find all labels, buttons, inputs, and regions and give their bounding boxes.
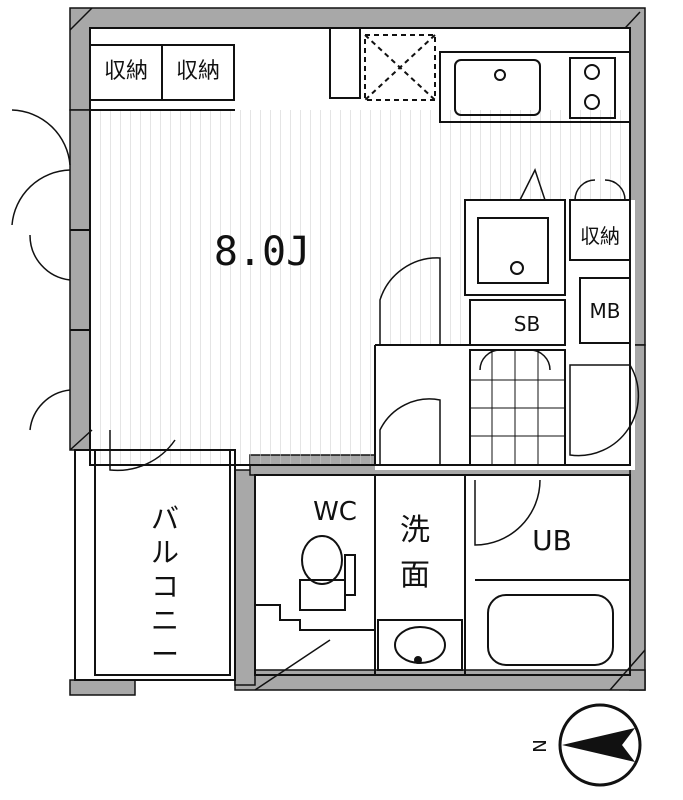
balcony-char: コ: [151, 570, 179, 603]
compass-needle-icon: [562, 728, 635, 762]
closet-label-right: 収納: [176, 59, 220, 84]
washroom-label-1: 洗: [400, 513, 430, 548]
balcony-char: ル: [151, 536, 179, 569]
compass-ring: [558, 703, 642, 787]
door-swings: [11, 109, 640, 546]
room-label-main: 8.0J: [214, 229, 310, 275]
meter-box-label: MB: [590, 299, 621, 323]
balcony-char: ニ: [151, 604, 179, 637]
balcony-char: ー: [151, 638, 179, 671]
compass-north-label: N: [530, 739, 551, 752]
compass: N: [530, 703, 642, 787]
washroom-label-2: 面: [400, 558, 430, 593]
closet-label-left: 収納: [104, 59, 148, 84]
balcony-label: バ ル コ ニ ー: [151, 502, 179, 671]
balcony-char: バ: [151, 502, 179, 535]
toilet-label: WC: [313, 497, 357, 527]
bath-label: UB: [532, 524, 572, 557]
stove-burners: [414, 64, 600, 664]
shoe-box-label: SB: [514, 312, 540, 336]
closet-label-small: 収納: [580, 224, 620, 248]
room-outlines: [70, 27, 631, 681]
entrance-tiles: [470, 350, 565, 465]
